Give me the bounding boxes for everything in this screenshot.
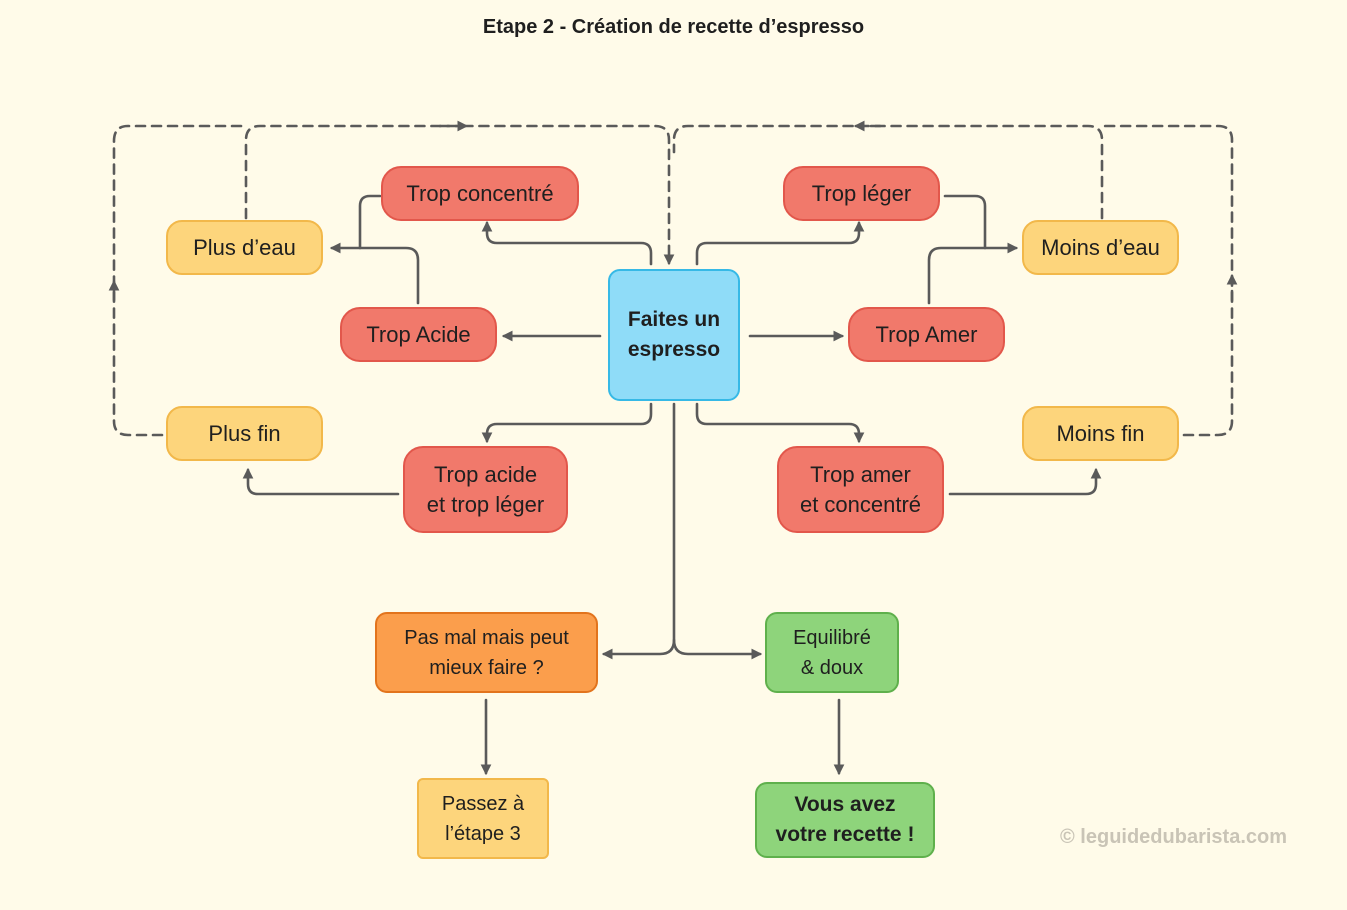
line-trop-concentre-to-merge [358,194,382,250]
line-trop-acide-to-merge [329,242,420,305]
node-trop-concentre: Trop concentré [381,166,579,221]
line-trop-amer-to-merge [927,242,1019,305]
arrow-to-moins-fin [948,467,1102,496]
node-trop-acide: Trop Acide [340,307,497,362]
arrow-to-trop-concentre [481,220,653,266]
arrow-to-amer-concentre [695,402,865,444]
loop-moins-fin [1100,124,1234,437]
node-trop-acide-et-trop-leger: Trop acide et trop léger [403,446,568,533]
node-trop-amer-et-concentre: Trop amer et concentré [777,446,944,533]
trunk-line [601,402,676,660]
node-faites-un-espresso: Faites un espresso [608,269,740,401]
line-trop-leger-to-merge [943,194,987,250]
node-vous-avez-votre-recette: Vous avez votre recette ! [755,782,935,858]
node-moins-eau: Moins d’eau [1022,220,1179,275]
arrow-to-plus-fin [242,467,400,496]
node-plus-fin: Plus fin [166,406,323,461]
node-plus-eau: Plus d’eau [166,220,323,275]
page-title: Etape 2 - Création de recette d’espresso [482,16,865,38]
node-moins-fin: Moins fin [1022,406,1179,461]
node-passez-etape-3: Passez à l’étape 3 [417,778,549,859]
node-pas-mal: Pas mal mais peut mieux faire ? [375,612,598,693]
trunk-to-equilibre [672,638,763,660]
watermark: © leguidedubarista.com [1060,826,1288,848]
node-trop-leger: Trop léger [783,166,940,221]
node-equilibre-doux: Equilibré & doux [765,612,899,693]
loop-moins-eau [672,124,1104,220]
loop-plus-fin [112,124,248,437]
node-trop-amer: Trop Amer [848,307,1005,362]
arrow-to-acide-leger [481,402,653,444]
arrow-to-trop-leger [695,220,865,266]
